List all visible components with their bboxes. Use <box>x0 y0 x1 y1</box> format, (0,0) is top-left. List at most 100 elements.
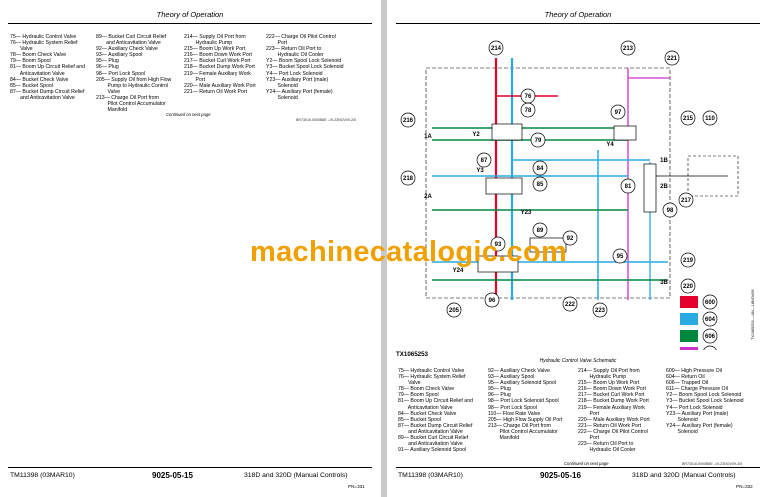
callout-circle <box>532 160 548 176</box>
footer-pn: PN=331 <box>348 484 365 489</box>
legend-item: Port <box>578 435 600 442</box>
color-key-code: 606 <box>705 334 716 340</box>
figure-id: TX1065253 <box>396 351 428 358</box>
side-figure-code: TX1065253 —UN—18NOV09 <box>751 290 755 340</box>
legend-item: 93— Auxiliary Spool <box>488 374 535 381</box>
callout-circle <box>610 104 626 120</box>
legend-item: 87— Bucket Dump Circuit Relief <box>398 422 473 429</box>
legend-item: 75— Hydraulic Control Valve <box>10 34 77 40</box>
legend-item: 79— Boom Spool <box>10 58 51 65</box>
color-key-circle <box>702 294 718 310</box>
callout-circle <box>520 102 536 118</box>
callout-label: 97 <box>615 110 622 116</box>
color-key-circle <box>702 328 718 344</box>
callout-label: Y23 <box>521 210 532 216</box>
legend-column-2: 89— Bucket Curl Circuit Relief and Antic… <box>96 34 171 113</box>
legend-item: Pump to Hydraulic Control <box>96 82 169 89</box>
callout-label: 3B <box>660 280 668 286</box>
legend-item: 222— Charge Oil Pilot Control <box>266 34 336 40</box>
legend-item: Hydraulic Oil Cooler <box>578 447 636 454</box>
callout-circle <box>488 40 504 56</box>
legend-item: Y4— Port Lock Solenoid <box>666 404 723 411</box>
legend-item: 95— Plug <box>96 58 119 65</box>
legend-item: Solenoid <box>666 416 698 423</box>
legend-item: Port <box>578 410 600 417</box>
legend-item: 75— Hydraulic Control Valve <box>398 368 465 374</box>
legend-item: Manifold <box>96 107 128 114</box>
callout-circle <box>562 296 578 312</box>
callout-label: 85 <box>537 182 544 188</box>
callout-circle <box>612 248 628 264</box>
watermark: machinecatalogic.com <box>250 236 568 268</box>
callout-circle <box>484 292 500 308</box>
legend-item: 98— Port Lock Spool <box>488 404 538 411</box>
callout-circle <box>680 278 696 294</box>
flow-rate-valve-box <box>687 155 739 197</box>
document-reference: BR73016,0000B8E -19-23NOV09-2/5 <box>296 118 357 122</box>
callout-label: 214 <box>491 46 502 52</box>
legend-item: 85— Bucket Spool <box>10 82 53 89</box>
legend-item: 218— Bucket Dump Work Port <box>578 398 649 405</box>
callout-circle <box>476 152 492 168</box>
page-header: Theory of Operation <box>8 7 372 24</box>
callout-label: Y24 <box>453 268 464 274</box>
legend-item: 91— Auxiliary Solenoid Spool <box>398 447 467 454</box>
valve-boundary <box>425 67 671 299</box>
callout-label: 2B <box>660 184 668 190</box>
footer-rule <box>8 467 372 468</box>
callout-circle <box>400 112 416 128</box>
legend-item: Y2— Boom Spool Lock Solenoid <box>266 58 342 65</box>
callout-label: 2A <box>424 194 432 200</box>
legend-item: 96— Plug <box>96 64 119 71</box>
port-lock-block <box>613 125 637 141</box>
legend-item: Pilot Control Accumulator <box>488 428 558 435</box>
legend-item: Y3— Bucket Spool Lock Solenoid <box>266 64 344 71</box>
callout-label: 78 <box>525 108 532 114</box>
legend-item: 87— Bucket Dump Circuit Relief <box>10 88 85 95</box>
legend-item: 604— Return Oil <box>666 374 705 381</box>
legend-item: Valve <box>10 46 33 53</box>
legend-item: 600— High Pressure Oil <box>666 368 722 374</box>
legend-item: Y23— Auxiliary Port (male) <box>266 76 329 83</box>
legend-item: 221— Return Oil Work Port <box>578 422 642 429</box>
legend-item: Hydraulic Pump <box>184 40 233 47</box>
callout-label: 98 <box>667 208 674 214</box>
color-key-code: 604 <box>705 317 716 323</box>
callout-circle <box>620 178 636 194</box>
callout-label: Y2 <box>472 132 480 138</box>
legend-item: 214— Supply Oil Port from <box>184 34 246 40</box>
legend-item: Hydraulic Oil Cooler <box>266 52 324 59</box>
legend-item: 220— Male Auxiliary Work Port <box>184 82 256 89</box>
legend-item: and Anticavitation Valve <box>10 94 75 101</box>
legend-item: 110— Flow Rate Valve <box>488 410 541 417</box>
key-swatch-600 <box>680 296 698 308</box>
legend-item: Solenoid <box>266 94 298 101</box>
legend-item: 95— Plug <box>488 386 511 393</box>
callout-circle <box>446 302 462 318</box>
color-key-circle <box>703 345 717 350</box>
legend-item: Valve <box>96 88 121 95</box>
footer-page-number: 9025-05-15 <box>152 471 193 480</box>
key-swatch-606 <box>680 330 698 342</box>
callout-label: 76 <box>525 94 532 100</box>
color-key-code: 600 <box>705 300 716 306</box>
legend-item: Anticavitation Valve <box>398 404 453 411</box>
legend-item: Port <box>184 76 206 83</box>
continued-note: Continued on next page <box>564 461 609 466</box>
legend-item: Y2— Boom Spool Lock Solenoid <box>666 392 742 399</box>
callout-label: 213 <box>623 46 634 52</box>
legend-item: 606— Trapped Oil <box>666 380 709 387</box>
callout-label: Y3 <box>476 168 484 174</box>
legend-item: 216— Boom Down Work Port <box>578 386 646 393</box>
callout-label: 217 <box>681 198 692 204</box>
legend-item: 215— Boom Up Work Port <box>578 380 640 387</box>
legend-item: 96— Plug <box>488 392 511 399</box>
figure-caption: Hydraulic Control Valve Schematic <box>539 358 617 364</box>
